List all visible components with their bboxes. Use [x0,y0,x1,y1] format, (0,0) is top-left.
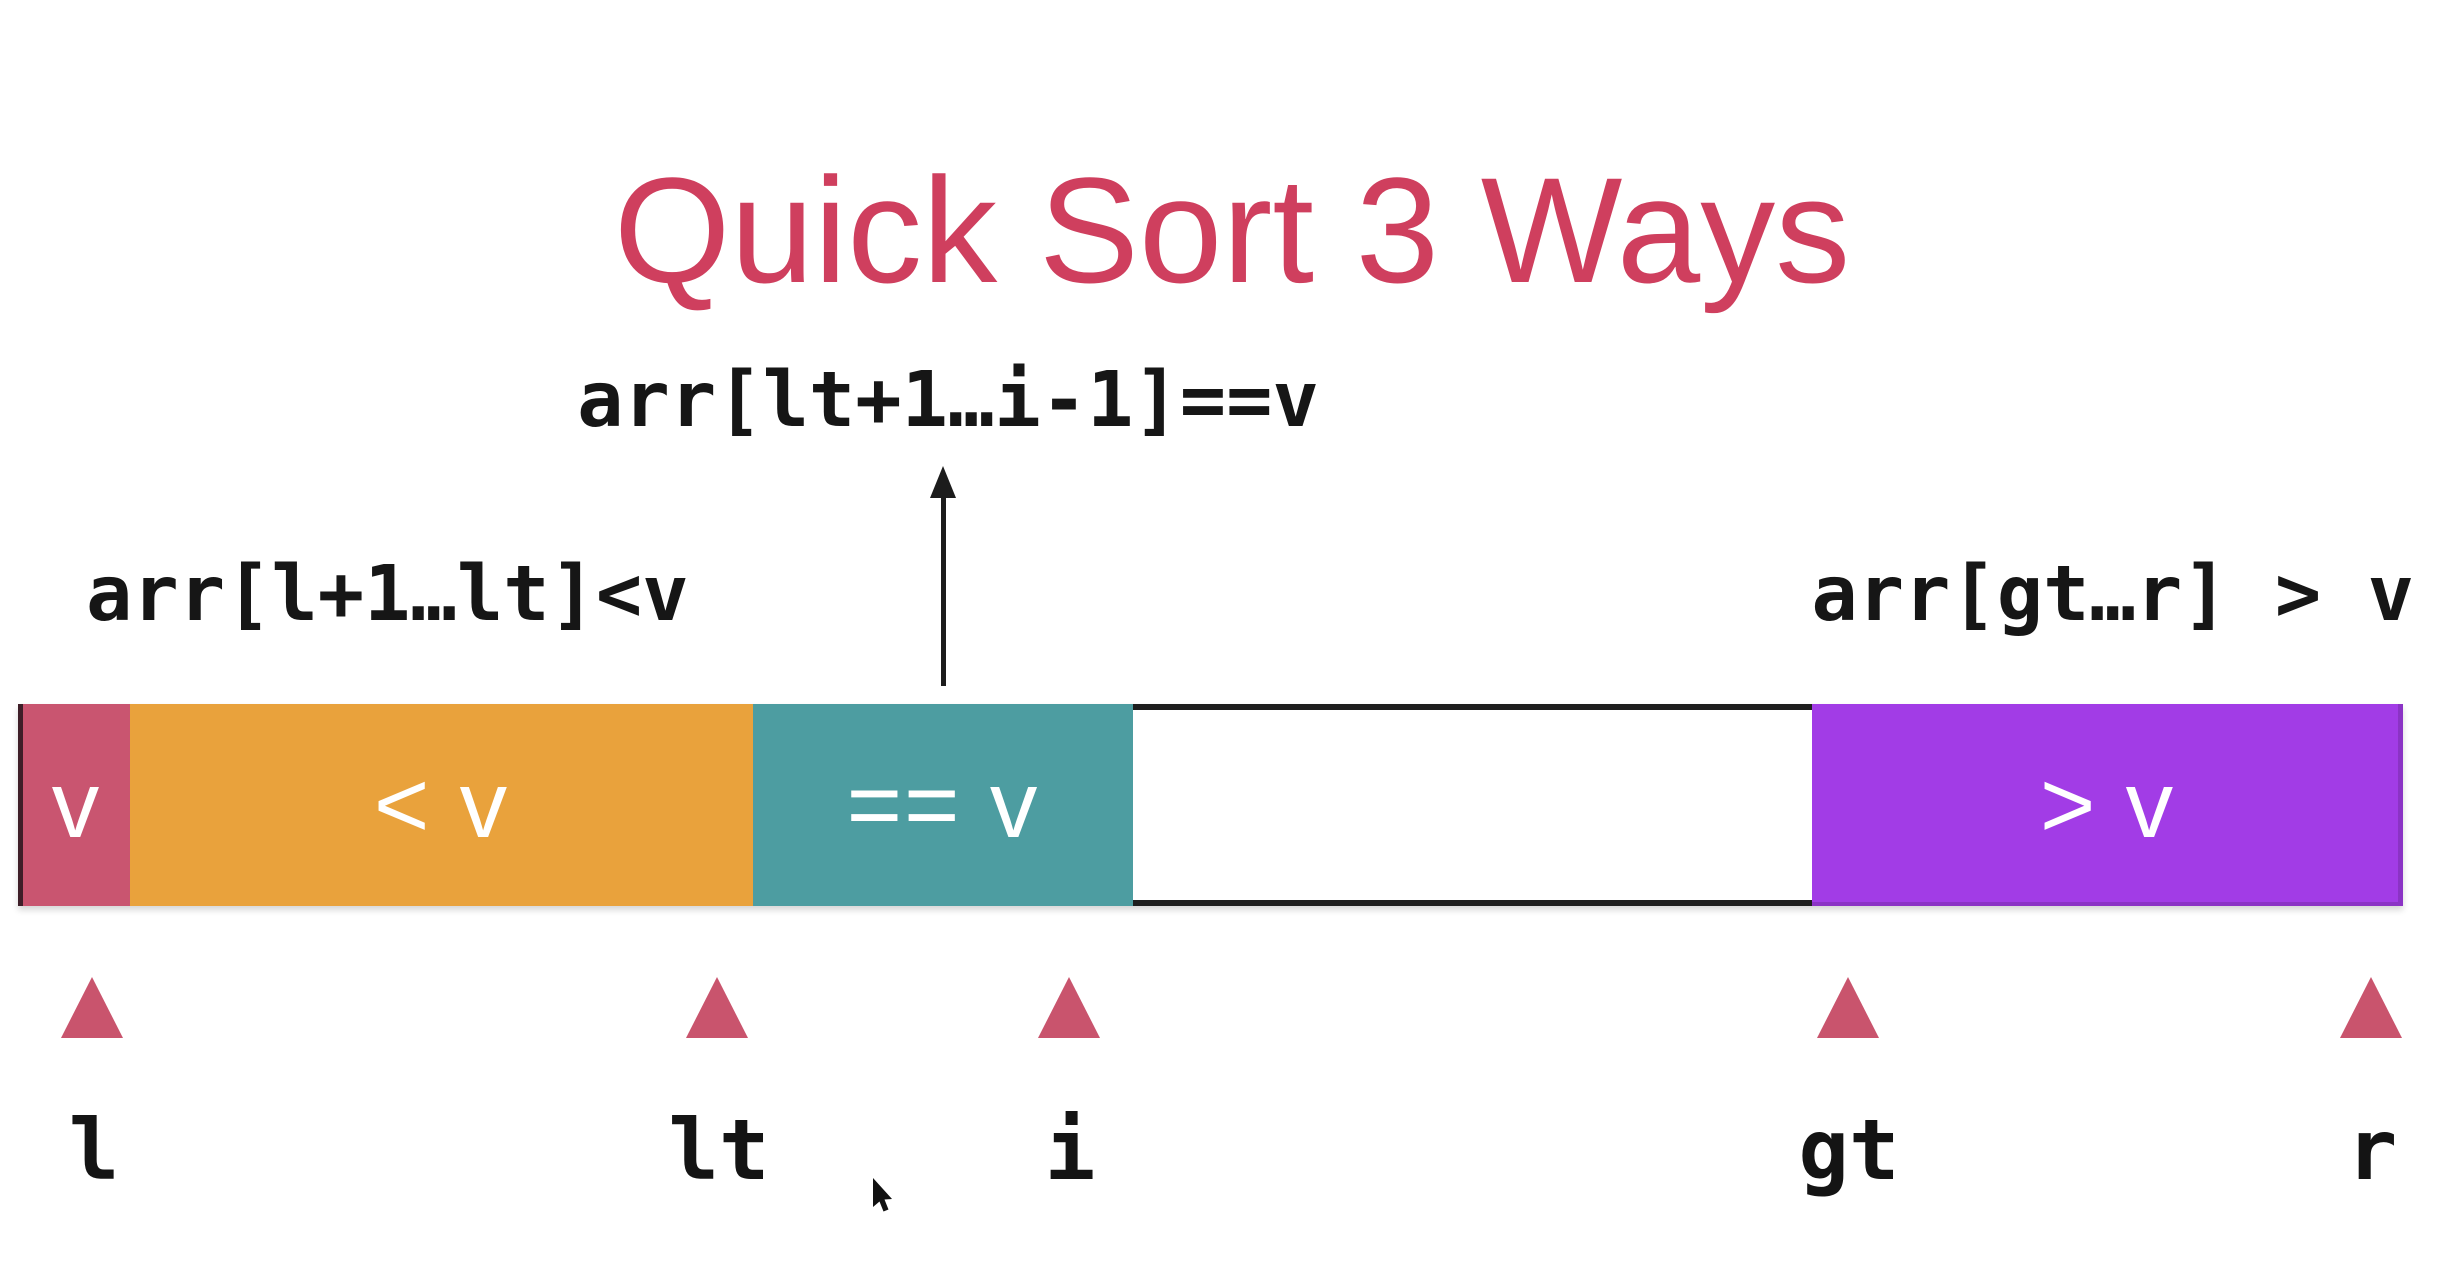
page-title: Quick Sort 3 Ways [613,145,1851,314]
pointer-triangle-l-icon [61,977,123,1038]
up-arrow-icon [930,466,956,498]
pointer-triangle-gt-icon [1817,977,1879,1038]
segment-pivot-label: v [51,751,102,858]
segment-unprocessed [1133,704,1812,906]
segment-less-label: < v [373,751,510,858]
array-bar: v < v == v > v [18,704,2403,906]
pointer-triangle-lt-icon [686,977,748,1038]
pointer-label-i: i [1044,1101,1096,1199]
segment-equal-to-v: == v [753,704,1133,906]
pointer-label-gt: gt [1798,1101,1900,1199]
segment-greater-label: > v [2039,751,2176,858]
segment-greater-than-v: > v [1812,704,2403,906]
pointer-triangle-r-icon [2340,977,2402,1038]
pointer-label-lt: lt [668,1101,770,1199]
annotation-equal-range: arr[lt+1…i-1]==v [577,356,1319,445]
pointer-label-r: r [2346,1101,2398,1199]
segment-less-than-v: < v [130,704,753,906]
annotation-less-range: arr[l+1…lt]<v [86,550,689,639]
up-arrow-line [941,494,946,686]
annotation-greater-range: arr[gt…r] > v [1811,550,2414,639]
segment-pivot: v [18,704,130,906]
mouse-cursor-icon [873,1178,892,1212]
segment-equal-label: == v [846,751,1040,858]
pointer-triangle-i-icon [1038,977,1100,1038]
pointer-label-l: l [68,1101,120,1199]
